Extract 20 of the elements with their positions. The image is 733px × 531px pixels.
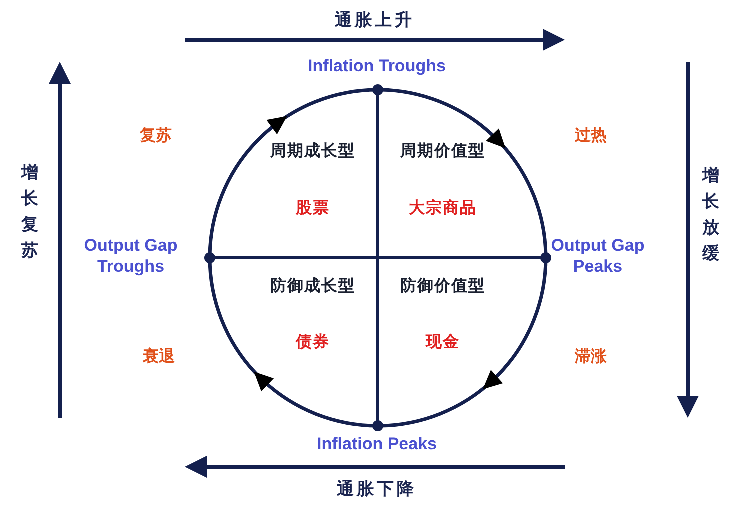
asset-label: 股票 <box>294 198 331 219</box>
axis-label: Inflation Troughs <box>307 56 447 76</box>
quadrant-heading: 周期价值型 <box>400 141 486 162</box>
phase-label: 滞涨 <box>575 346 607 368</box>
phase-label: 复苏 <box>140 126 172 146</box>
arrow-label: 通胀上升 <box>335 10 415 32</box>
quadrant-heading: 防御成长型 <box>270 276 356 297</box>
asset-label: 债券 <box>294 332 331 353</box>
axis-label: Output Gap Peaks <box>550 235 646 277</box>
axis-label: Inflation Peaks <box>316 434 438 454</box>
asset-label: 现金 <box>424 332 461 353</box>
quadrant-heading: 防御价值型 <box>400 276 486 297</box>
arrow-label: 增长复苏 <box>21 162 39 263</box>
phase-label: 衰退 <box>143 346 175 368</box>
arrow-label: 通胀下降 <box>337 478 417 500</box>
asset-label: 大宗商品 <box>408 198 478 219</box>
phase-label: 过热 <box>575 126 607 146</box>
axis-label: Output Gap Troughs <box>83 235 179 277</box>
quadrant-heading: 周期成长型 <box>270 141 356 162</box>
arrow-label: 增长放缓 <box>702 165 720 266</box>
